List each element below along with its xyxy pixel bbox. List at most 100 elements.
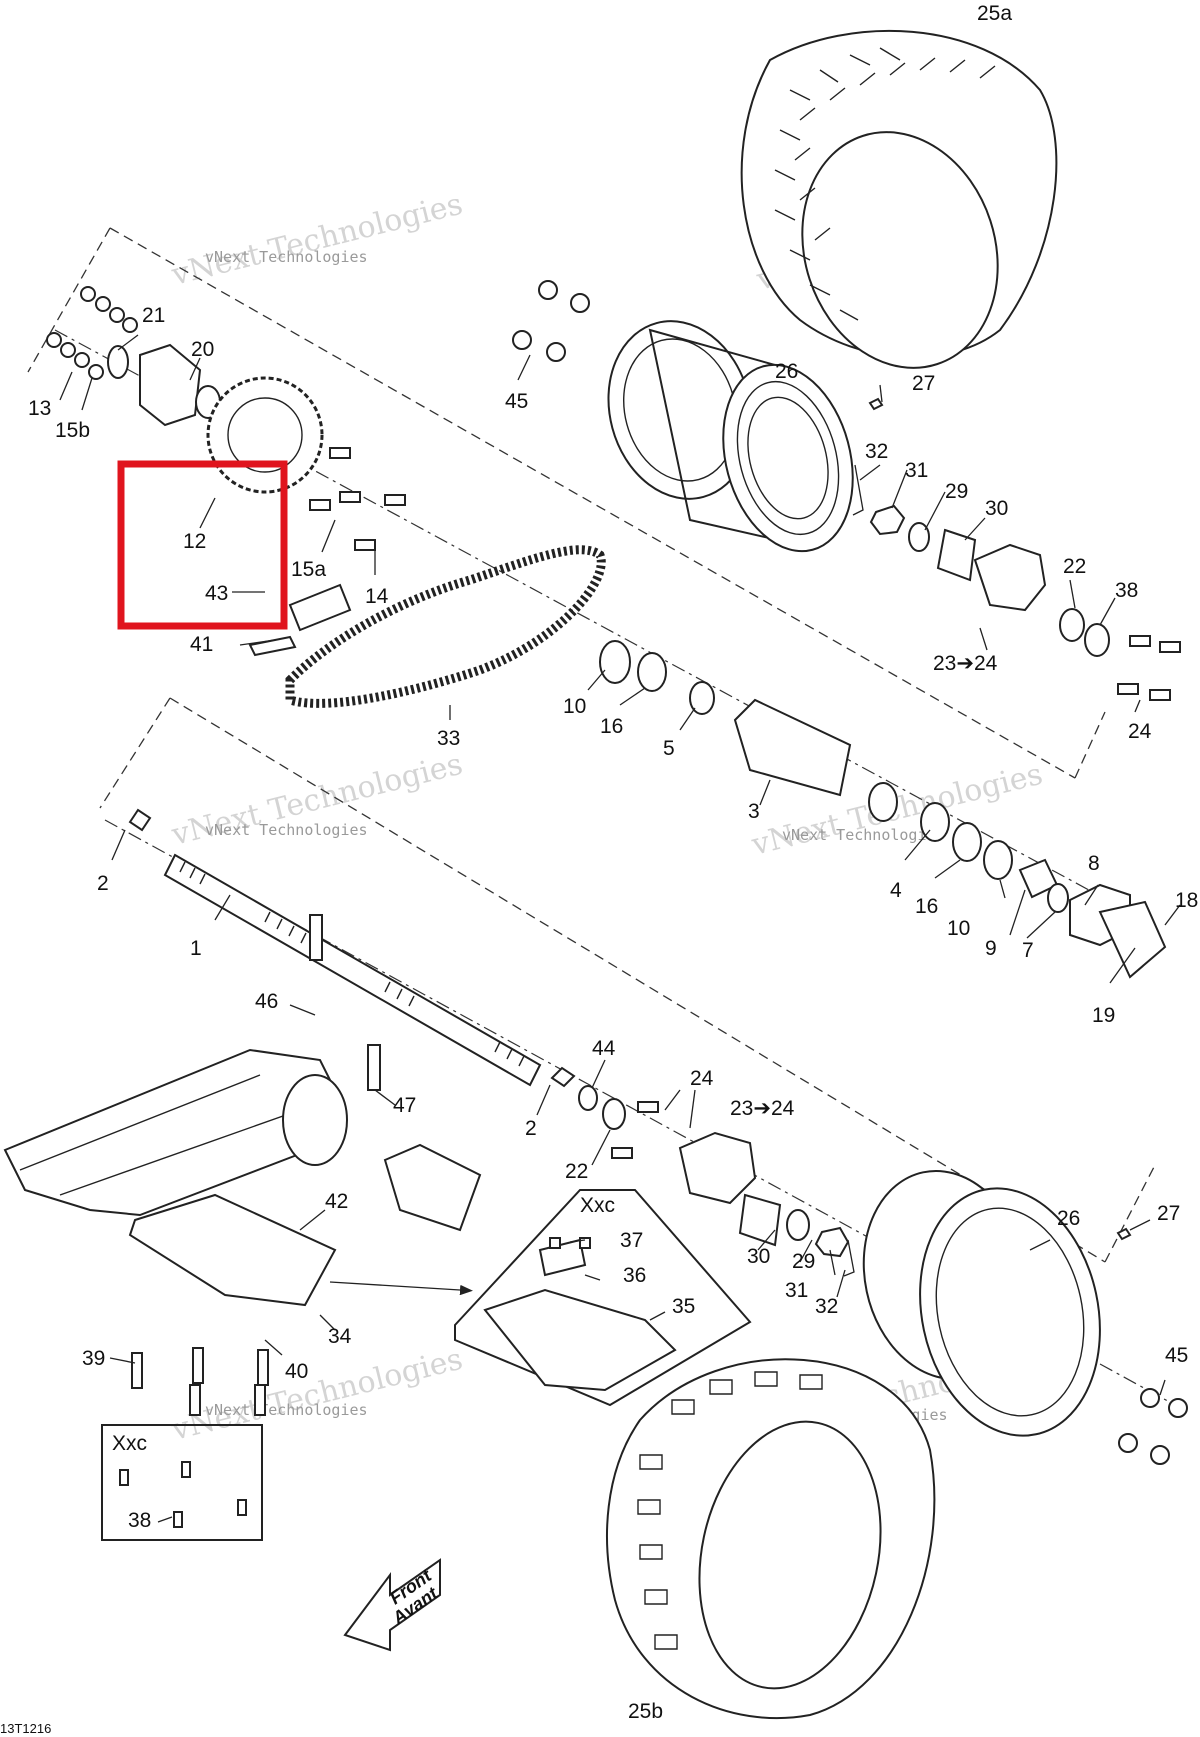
callout-15a: 15a — [291, 558, 326, 581]
collar-2-left — [128, 808, 152, 832]
lower-boundary-top — [169, 697, 1106, 1263]
callout-8: 8 — [1088, 852, 1100, 875]
callout-34: 34 — [328, 1325, 352, 1348]
rim-upper — [607, 320, 854, 553]
watermark-3-small: vNext Technologies — [205, 821, 368, 839]
callout-39: 39 — [82, 1347, 105, 1370]
callout-45-lower: 45 — [1165, 1344, 1188, 1367]
skid-35 — [483, 1288, 677, 1392]
callout-16-mid: 16 — [915, 895, 938, 918]
tire-upper — [740, 29, 1058, 369]
callout-19: 19 — [1092, 1004, 1115, 1027]
axle-shaft-1 — [163, 853, 542, 1087]
highlight-box-part-12 — [117, 460, 288, 630]
swing-arm — [3, 914, 482, 1232]
callout-32-upper: 32 — [865, 440, 888, 463]
callout-22-upper: 22 — [1063, 555, 1086, 578]
upper-boundary-right — [1074, 711, 1106, 779]
callout-kit-lower: Xxc — [112, 1432, 147, 1455]
skid-plate-34 — [128, 1193, 337, 1307]
bolts-38-kit — [119, 1461, 247, 1528]
callout-5: 5 — [663, 737, 675, 760]
callout-22-lower: 22 — [565, 1160, 588, 1183]
lower-boundary-left — [99, 697, 171, 809]
drawing-code: 13T1216 — [0, 1721, 51, 1736]
watermark-5-small: vNext Technologies — [205, 1401, 368, 1419]
seal-10-mid — [983, 840, 1013, 880]
tire-lower — [606, 1358, 936, 1720]
callout-15b: 15b — [55, 419, 90, 442]
oring-44 — [578, 1085, 598, 1111]
seal-10-upper — [599, 640, 631, 684]
callout-29-lower: 29 — [792, 1250, 815, 1273]
callout-31-upper: 31 — [905, 459, 928, 482]
callout-10-upper: 10 — [563, 695, 586, 718]
callout-3: 3 — [748, 800, 760, 823]
skid-plate — [128, 1193, 473, 1416]
skid-plate-arrow — [329, 1281, 473, 1296]
hub-20 — [139, 343, 202, 427]
hub-22-23-upper — [973, 543, 1047, 612]
nuts-45-upper — [512, 280, 590, 362]
callout-32-lower: 32 — [815, 1295, 838, 1318]
upper-boundary-top — [109, 227, 1076, 779]
callout-37: 37 — [620, 1229, 643, 1252]
callout-26-lower: 26 — [1057, 1207, 1080, 1230]
callout-24-upper: 24 — [1128, 720, 1152, 743]
spacer-30-upper — [936, 528, 977, 582]
castle-nut-31-lower — [814, 1226, 850, 1258]
callout-33: 33 — [437, 727, 460, 750]
callout-31-lower: 31 — [785, 1279, 808, 1302]
callout-45-upper: 45 — [505, 390, 528, 413]
callout-42: 42 — [325, 1190, 348, 1213]
callout-40: 40 — [285, 1360, 308, 1383]
kit-box-lower-frame — [101, 1424, 263, 1541]
callout-23-24-upper: 23➔24 — [933, 652, 998, 675]
callout-10-mid: 10 — [947, 917, 970, 940]
bolt-47 — [367, 1044, 381, 1091]
guide-41 — [288, 583, 352, 632]
callout-38-kit: 38 — [128, 1509, 151, 1532]
washer-7 — [1047, 883, 1069, 913]
callout-7: 7 — [1022, 939, 1034, 962]
callout-20: 20 — [191, 338, 214, 361]
callout-30-upper: 30 — [985, 497, 1008, 520]
kit-box-lower — [101, 1424, 263, 1541]
callout-kit-upper: Xxc — [580, 1194, 615, 1217]
callout-2-right: 2 — [525, 1117, 537, 1140]
bolts-39-40 — [131, 1347, 269, 1416]
bolts-14 — [309, 447, 406, 551]
callout-25a: 25a — [977, 2, 1012, 25]
callout-18: 18 — [1175, 889, 1198, 912]
ring-16-mid — [952, 822, 982, 862]
callout-13: 13 — [28, 397, 51, 420]
castle-nut-31-upper — [869, 504, 906, 536]
ring-16-upper — [637, 652, 667, 692]
watermark-1-small: vNext Technologies — [205, 248, 368, 266]
callout-27-upper: 27 — [912, 372, 935, 395]
callout-4: 4 — [890, 879, 902, 902]
valve-27-lower — [1116, 1227, 1132, 1241]
oring-38-upper — [1084, 623, 1110, 657]
callout-25b: 25b — [628, 1700, 663, 1723]
cotter-pin-32-lower — [843, 1239, 855, 1277]
callout-16-upper: 16 — [600, 715, 623, 738]
plate-41 — [248, 635, 297, 657]
callout-21: 21 — [142, 304, 165, 327]
callout-9: 9 — [985, 937, 997, 960]
upper-boundary-left — [27, 227, 111, 373]
rim-lower — [862, 1169, 1188, 1465]
upper-axle-centerline — [54, 329, 1136, 916]
watermark-4-small: vNext Technologies — [782, 826, 945, 844]
callout-1: 1 — [190, 937, 202, 960]
sprocket-12 — [206, 376, 324, 494]
bolts-24-upper — [1117, 635, 1181, 701]
valve-27-upper — [868, 397, 884, 411]
collar-2-right — [550, 1066, 576, 1088]
callout-44: 44 — [592, 1037, 616, 1060]
oring-21 — [107, 345, 129, 379]
upper-hardware — [512, 280, 1181, 979]
callout-35: 35 — [672, 1295, 695, 1318]
bolt-46 — [309, 914, 323, 961]
